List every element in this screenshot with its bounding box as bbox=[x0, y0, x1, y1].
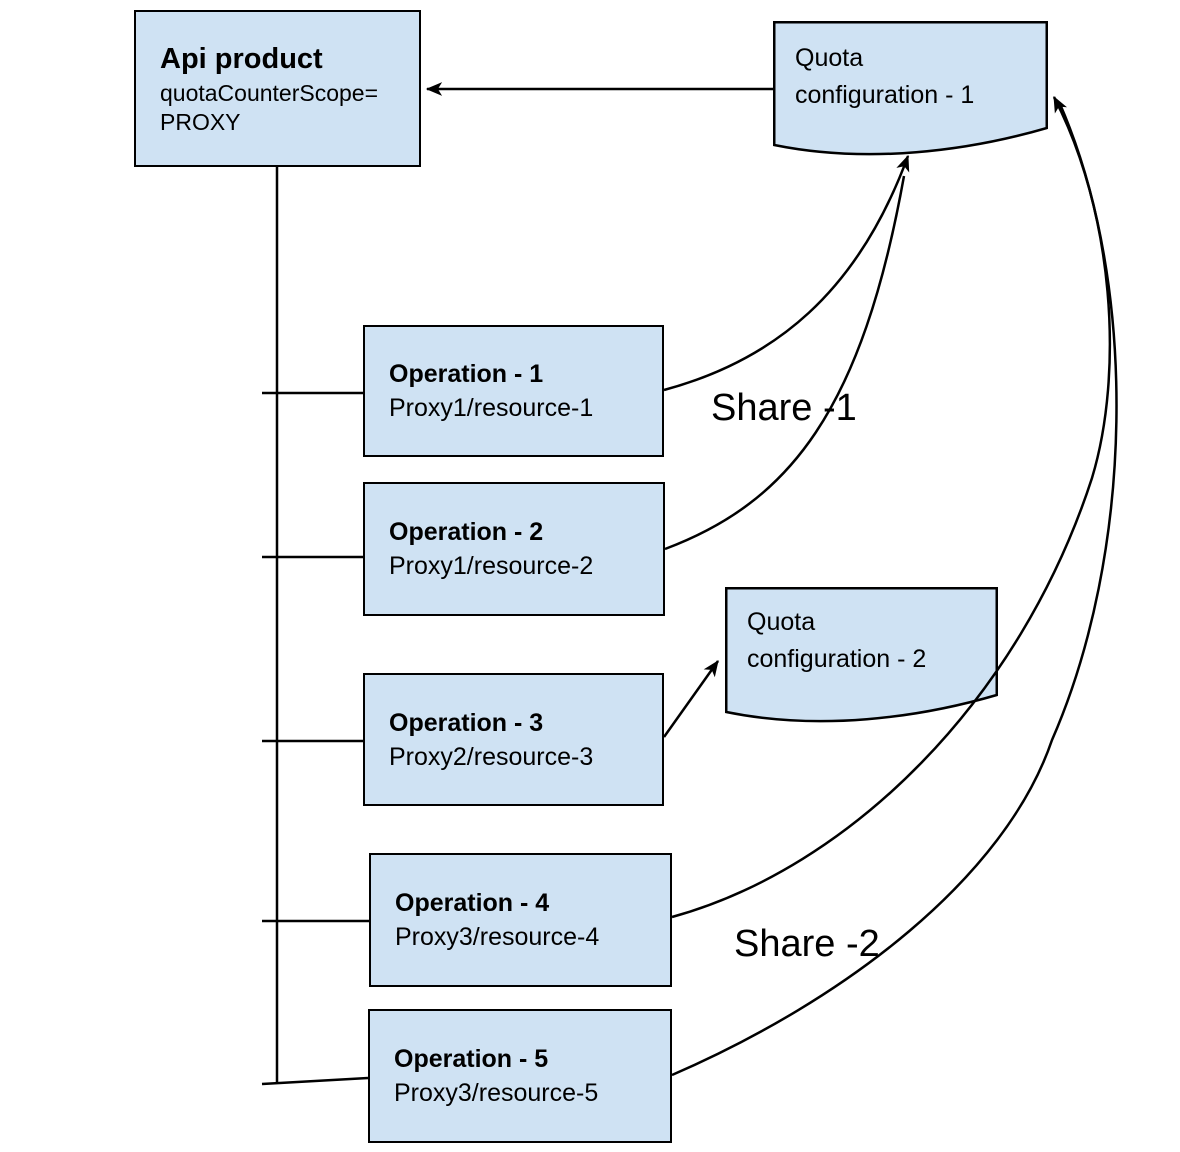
operation-1-title: Operation - 1 bbox=[389, 360, 544, 388]
operation-2-resource: Proxy1/resource-2 bbox=[389, 552, 594, 580]
edge-op4-to-qc1 bbox=[671, 95, 1112, 919]
node-operation-1: Operation - 1 Proxy1/resource-1 bbox=[363, 325, 664, 457]
operation-5-title: Operation - 5 bbox=[394, 1045, 549, 1073]
label-share-2: Share -2 bbox=[734, 923, 880, 965]
edge-op5-to-qc1 bbox=[671, 103, 1118, 1077]
node-api-product: Api product quotaCounterScope= PROXY bbox=[134, 10, 421, 167]
edge-op2-to-qc1 bbox=[664, 175, 906, 551]
node-operation-2: Operation - 2 Proxy1/resource-2 bbox=[363, 482, 665, 616]
operation-3-resource: Proxy2/resource-3 bbox=[389, 742, 594, 771]
operation-2-title: Operation - 2 bbox=[389, 518, 544, 546]
operation-4-resource: Proxy3/resource-4 bbox=[395, 923, 600, 951]
edge-op1-to-qc1 bbox=[663, 154, 910, 392]
edge-op3-to-qc2 bbox=[662, 660, 720, 738]
api-product-title: Api product bbox=[160, 42, 323, 75]
quota-config-2-line1: Quota bbox=[747, 608, 816, 636]
operation-4-title: Operation - 4 bbox=[395, 889, 550, 917]
quota-config-2-shape bbox=[725, 587, 998, 723]
api-product-scope-line2: PROXY bbox=[160, 108, 241, 135]
quota-config-1-line2: configuration - 1 bbox=[795, 81, 975, 109]
quota-config-1-shape bbox=[773, 21, 1048, 156]
quota-config-2-line2: configuration - 2 bbox=[747, 645, 927, 673]
operation-3-title: Operation - 3 bbox=[389, 708, 544, 737]
operation-5-resource: Proxy3/resource-5 bbox=[394, 1079, 599, 1107]
node-quota-config-1: Quota configuration - 1 bbox=[795, 40, 974, 114]
node-operation-4: Operation - 4 Proxy3/resource-4 bbox=[369, 853, 672, 987]
node-quota-config-2: Quota configuration - 2 bbox=[747, 604, 926, 678]
api-product-scope-line1: quotaCounterScope= bbox=[160, 79, 379, 106]
operation-1-resource: Proxy1/resource-1 bbox=[389, 394, 594, 422]
node-operation-3: Operation - 3 Proxy2/resource-3 bbox=[363, 673, 664, 806]
node-operation-5: Operation - 5 Proxy3/resource-5 bbox=[368, 1009, 672, 1143]
label-share-1: Share -1 bbox=[711, 387, 857, 429]
edge-branch-op5 bbox=[261, 1076, 369, 1086]
quota-config-1-line1: Quota bbox=[795, 44, 864, 72]
